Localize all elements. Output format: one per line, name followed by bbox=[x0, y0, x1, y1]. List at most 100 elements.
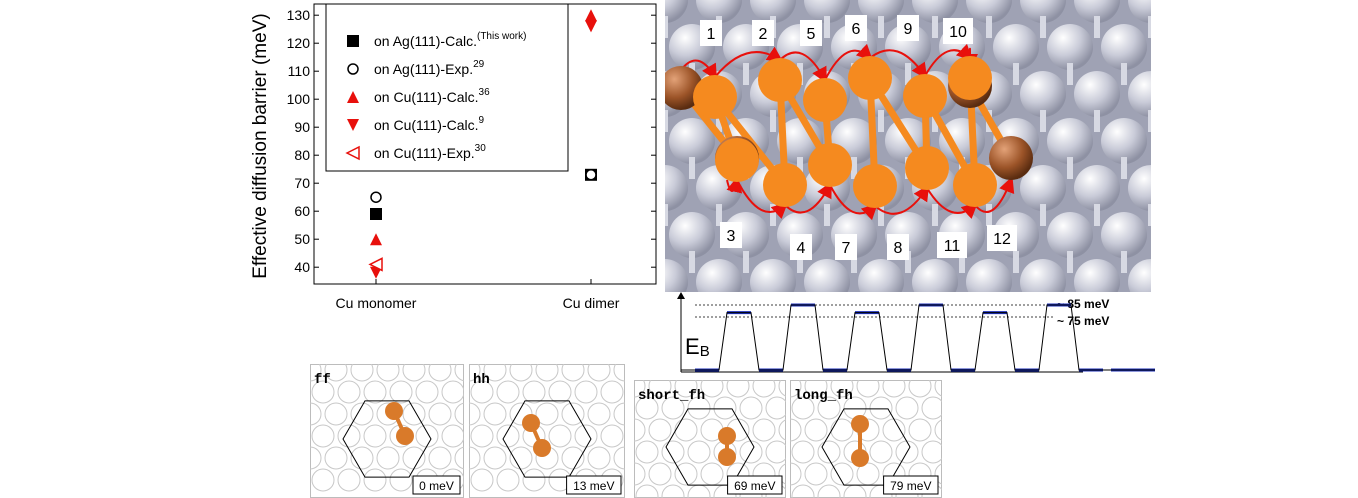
y-tick-label: 60 bbox=[294, 203, 310, 219]
eb-letter: E bbox=[685, 334, 700, 359]
level-85-label: ~ 85 meV bbox=[1057, 297, 1109, 311]
step-label-text: 2 bbox=[759, 26, 768, 43]
tile-substrate-atom bbox=[535, 364, 559, 382]
path-atom bbox=[803, 78, 847, 122]
path-atom bbox=[715, 138, 759, 182]
tile-substrate-atom bbox=[441, 424, 464, 448]
tile-substrate-atom bbox=[804, 380, 828, 398]
tile-substrate-atom bbox=[535, 402, 559, 426]
substrate-bond bbox=[1121, 157, 1127, 179]
tile-substrate-atom bbox=[561, 402, 585, 426]
substrate-atom bbox=[665, 165, 688, 211]
substrate-bond bbox=[932, 204, 938, 226]
tile-substrate-atom bbox=[778, 463, 786, 485]
energy-label-box bbox=[412, 475, 461, 495]
substrate-atom bbox=[665, 0, 688, 23]
legend-label: on Ag(111)-Exp.29 bbox=[374, 59, 485, 77]
substrate-atom bbox=[1074, 259, 1120, 292]
path-atom bbox=[903, 74, 947, 118]
substrate-atom bbox=[1047, 212, 1093, 258]
step-label-text: 9 bbox=[904, 21, 913, 38]
step-label-text: 8 bbox=[894, 240, 903, 257]
substrate-atom bbox=[966, 259, 1012, 292]
path-atom bbox=[848, 56, 892, 100]
eb-subscript: B bbox=[700, 343, 710, 360]
tile-substrate-atom bbox=[765, 440, 786, 464]
tile-substrate-atom bbox=[522, 468, 546, 492]
substrate-bond bbox=[743, 251, 749, 273]
legend-label-sup: (This work) bbox=[477, 31, 526, 42]
tile-substrate-atom bbox=[454, 446, 464, 470]
tile-substrate-atom bbox=[428, 402, 452, 426]
tile-substrate-atom bbox=[310, 446, 322, 470]
tile-substrate-atom bbox=[469, 402, 481, 426]
tile-substrate-atom bbox=[561, 446, 585, 470]
hop-arrow-bottom bbox=[784, 181, 832, 214]
substrate-atom bbox=[1101, 118, 1147, 164]
y-tick-label: 100 bbox=[287, 91, 311, 107]
legend-marker bbox=[347, 91, 359, 103]
tile-substrate-atom bbox=[817, 484, 841, 498]
tile-substrate-atom bbox=[363, 380, 387, 404]
tile-substrate-atom bbox=[469, 446, 481, 470]
step-label-box bbox=[943, 18, 973, 44]
substrate-bond bbox=[689, 251, 695, 273]
legend-label-main: on Cu(111)-Calc. bbox=[374, 117, 479, 133]
hop-arrow-bottom bbox=[726, 176, 743, 194]
substrate-bond bbox=[1040, 204, 1046, 226]
tile-substrate-atom bbox=[648, 380, 672, 398]
tile-substrate-atom bbox=[310, 402, 322, 426]
substrate-bond bbox=[959, 251, 965, 273]
tile-substrate-atom bbox=[674, 418, 698, 442]
tile-substrate-atom bbox=[509, 402, 533, 426]
substrate-atom bbox=[804, 0, 850, 23]
tile-substrate-atom bbox=[817, 396, 841, 420]
level-75-label: ~ 75 meV bbox=[1057, 314, 1109, 328]
tile-substrate-atom bbox=[765, 396, 786, 420]
legend-label-main: on Ag(111)-Calc. bbox=[374, 33, 477, 49]
tile-substrate-atom bbox=[674, 462, 698, 486]
tile-substrate-atom bbox=[778, 419, 786, 441]
energy-label-box bbox=[727, 475, 783, 495]
tile-substrate-atom bbox=[415, 380, 439, 404]
tile-substrate-atom bbox=[661, 440, 685, 464]
legend-label-sup: 29 bbox=[473, 59, 485, 70]
tile-substrate-atom bbox=[483, 364, 507, 382]
tile-substrate-atom bbox=[389, 380, 413, 404]
tile-substrate-atom bbox=[648, 418, 672, 442]
data-point-3-0 bbox=[370, 266, 382, 279]
tile-substrate-atom bbox=[790, 418, 802, 442]
tile-substrate-atom bbox=[921, 440, 942, 464]
tile-substrate-atom bbox=[908, 380, 932, 398]
substrate-bond bbox=[878, 204, 884, 226]
hop-arrows bbox=[680, 43, 1015, 221]
config-name: long_fh bbox=[794, 388, 853, 404]
x-tick-label: Cu dimer bbox=[563, 295, 620, 311]
path-atom bbox=[693, 75, 737, 119]
tile-substrate-atom bbox=[635, 396, 659, 420]
substrate-atom bbox=[858, 0, 904, 23]
tile-substrate-atom bbox=[587, 402, 611, 426]
hop-arrow-top bbox=[869, 49, 928, 80]
tile-substrate-atom bbox=[817, 440, 841, 464]
data-point-1-1 bbox=[585, 169, 597, 181]
tile-substrate-atom bbox=[509, 446, 533, 470]
substrate-atom bbox=[1128, 0, 1151, 23]
substrate-bond bbox=[1067, 251, 1073, 273]
tile-substrate-atom bbox=[311, 468, 335, 492]
path-atom bbox=[853, 164, 897, 208]
tile-substrate-atom bbox=[376, 364, 400, 382]
substrate-bond bbox=[1013, 251, 1019, 273]
substrate-bond bbox=[905, 251, 911, 273]
step-label-box bbox=[887, 234, 909, 260]
substrate-bond bbox=[1121, 251, 1127, 273]
substrate-atom bbox=[912, 259, 958, 292]
step-label-box bbox=[720, 222, 742, 248]
path-atom bbox=[808, 143, 852, 187]
barrier-chart: Effective diffusion barrier (meV) 405060… bbox=[250, 3, 657, 311]
substrate-atom bbox=[993, 24, 1039, 70]
energy-trace bbox=[681, 304, 1155, 371]
legend-marker bbox=[347, 63, 359, 75]
tile-substrate-atom bbox=[337, 380, 361, 404]
